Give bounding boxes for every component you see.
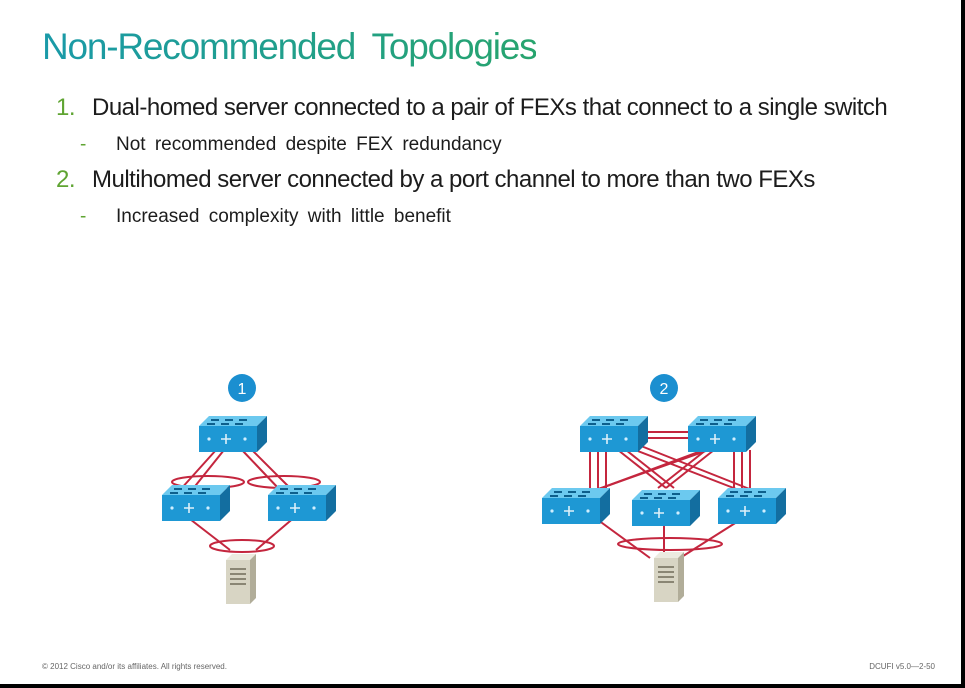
topology-1: 1: [161, 374, 337, 604]
bullet-list: 1. Dual-homed server connected to a pair…: [56, 92, 936, 236]
topology-diagrams: 1: [161, 374, 787, 604]
course-code-footer: DCUFI v5.0—2-50: [869, 662, 935, 671]
fex-icon: [267, 484, 337, 522]
switch-icon: [687, 415, 757, 453]
sub-bullet-1-marker: -: [80, 134, 87, 155]
badge-1: [228, 374, 256, 402]
fex-icon: [717, 487, 787, 525]
badge-1-label: 1: [238, 381, 247, 398]
sub-bullet-2: - Increased complexity with little benef…: [56, 204, 936, 230]
sub-bullet-1: - Not recommended despite FEX redundancy: [56, 132, 936, 158]
sub-bullet-2-text: Increased complexity with little benefit: [116, 206, 451, 227]
fex-icon: [631, 489, 701, 527]
fex-icon: [541, 487, 611, 525]
badge-2-label: 2: [660, 381, 669, 398]
sub-bullet-2-marker: -: [80, 206, 87, 227]
switch-icon: [198, 415, 268, 453]
server-icon: [226, 554, 256, 604]
switch-icon: [579, 415, 649, 453]
bullet-1-number: 1.: [56, 94, 76, 121]
server-icon: [654, 552, 684, 602]
slide-title: Non-Recommended Topologies: [42, 26, 538, 67]
bullet-1: 1. Dual-homed server connected to a pair…: [56, 92, 936, 124]
bullet-2-text: Multihomed server connected by a port ch…: [92, 166, 815, 193]
fex-icon: [161, 484, 231, 522]
bullet-1-text: Dual-homed server connected to a pair of…: [92, 94, 888, 121]
sub-bullet-1-text: Not recommended despite FEX redundancy: [116, 134, 502, 155]
bullet-2: 2. Multihomed server connected by a port…: [56, 164, 936, 196]
bullet-2-number: 2.: [56, 166, 76, 193]
topology-2: 2: [541, 374, 787, 602]
copyright-footer: © 2012 Cisco and/or its affiliates. All …: [42, 662, 227, 671]
badge-2: [650, 374, 678, 402]
